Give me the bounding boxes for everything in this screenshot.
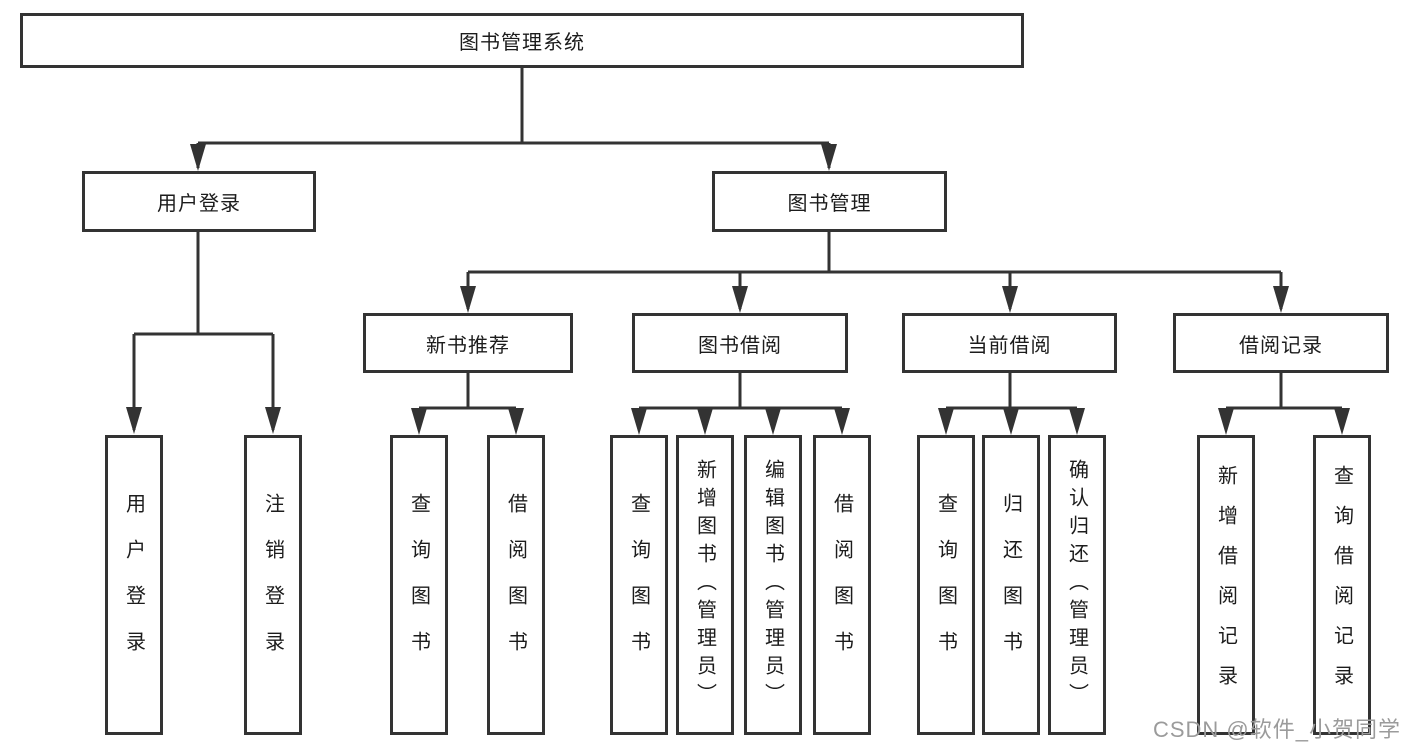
leaf-query-borrow-record: 查询借阅记录 [1313,435,1371,735]
leaf-query-books-current: 查询图书 [917,435,975,735]
node-current-borrowing: 当前借阅 [902,313,1117,373]
leaf-borrow-books: 借阅图书 [813,435,871,735]
leaf-query-books-borrowing: 查询图书 [610,435,668,735]
leaf-add-books-admin: 新增图书（管理员） [676,435,734,735]
node-book-management: 图书管理 [712,171,947,232]
arrowhead-icons [126,144,1350,435]
node-book-borrowing: 图书借阅 [632,313,848,373]
leaf-add-borrow-record: 新增借阅记录 [1197,435,1255,735]
node-library-system: 图书管理系统 [20,13,1024,68]
node-user-login: 用户登录 [82,171,316,232]
node-borrowing-records: 借阅记录 [1173,313,1389,373]
csdn-watermark: CSDN @软件_小贺同学 [1152,717,1401,742]
leaf-user-login: 用户登录 [105,435,163,735]
leaf-return-books: 归还图书 [982,435,1040,735]
leaf-borrow-books-recommend: 借阅图书 [487,435,545,735]
leaf-edit-books-admin: 编辑图书（管理员） [744,435,802,735]
leaf-logout: 注销登录 [244,435,302,735]
leaf-confirm-return-admin: 确认归还（管理员） [1048,435,1106,735]
leaf-query-books-recommend: 查询图书 [390,435,448,735]
node-new-book-recommend: 新书推荐 [363,313,573,373]
